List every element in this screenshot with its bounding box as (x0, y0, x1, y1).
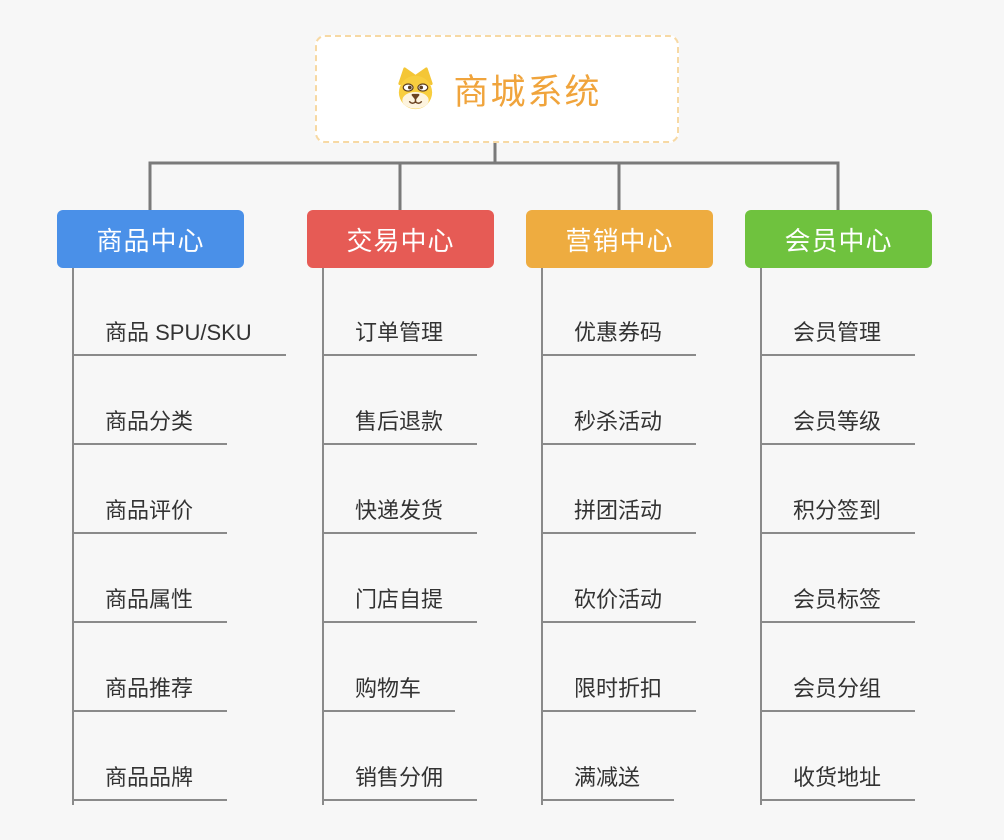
child-node[interactable]: 积分签到 (761, 496, 916, 534)
child-node[interactable]: 满减送 (542, 763, 675, 801)
child-node[interactable]: 商品评价 (73, 496, 228, 534)
child-node[interactable]: 优惠券码 (542, 318, 697, 356)
child-node[interactable]: 砍价活动 (542, 585, 697, 623)
child-node[interactable]: 购物车 (323, 674, 456, 712)
child-node[interactable]: 拼团活动 (542, 496, 697, 534)
branch-spine (72, 268, 74, 805)
branch-spine (541, 268, 543, 805)
branch-spine (322, 268, 324, 805)
child-node[interactable]: 售后退款 (323, 407, 478, 445)
branch-node-label: 营销中心 (565, 225, 674, 256)
branch-node-marketing-center[interactable]: 营销中心 (526, 210, 713, 268)
root-node-label: 商城系统 (453, 72, 602, 112)
root-node[interactable]: 商城系统 (315, 35, 679, 143)
branch-node-product-center[interactable]: 商品中心 (57, 210, 244, 268)
branch-node-label: 商品中心 (96, 225, 205, 256)
child-node[interactable]: 订单管理 (323, 318, 478, 356)
child-node[interactable]: 门店自提 (323, 585, 478, 623)
child-node[interactable]: 商品品牌 (73, 763, 228, 801)
dog-face-icon (392, 66, 439, 113)
branch-node-label: 交易中心 (346, 225, 455, 256)
child-node[interactable]: 秒杀活动 (542, 407, 697, 445)
child-node[interactable]: 商品属性 (73, 585, 228, 623)
branch-node-member-center[interactable]: 会员中心 (745, 210, 932, 268)
child-node[interactable]: 商品推荐 (73, 674, 228, 712)
child-node[interactable]: 限时折扣 (542, 674, 697, 712)
branch-spine (760, 268, 762, 805)
child-node[interactable]: 会员管理 (761, 318, 916, 356)
child-node[interactable]: 会员等级 (761, 407, 916, 445)
child-node[interactable]: 商品分类 (73, 407, 228, 445)
child-node[interactable]: 商品 SPU/SKU (73, 318, 286, 356)
child-node[interactable]: 快递发货 (323, 496, 478, 534)
branch-node-label: 会员中心 (784, 225, 893, 256)
child-node[interactable]: 会员分组 (761, 674, 916, 712)
child-node[interactable]: 收货地址 (761, 763, 916, 801)
child-node[interactable]: 销售分佣 (323, 763, 478, 801)
child-node[interactable]: 会员标签 (761, 585, 916, 623)
branch-node-trade-center[interactable]: 交易中心 (307, 210, 494, 268)
